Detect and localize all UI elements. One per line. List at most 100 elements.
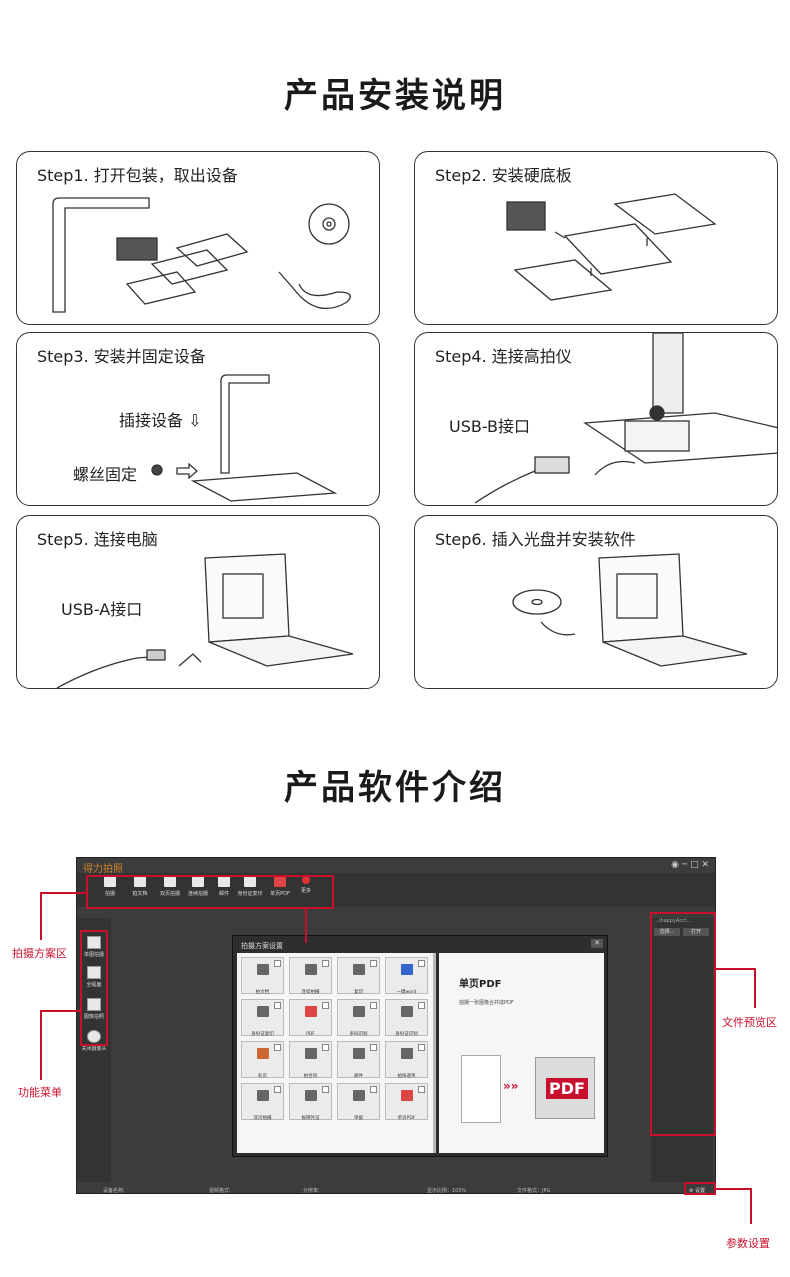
select-button[interactable]: 选择... — [654, 928, 680, 936]
step3-screw-label: 螺丝固定 — [73, 465, 138, 484]
scheme-preview: 单页PDF 拍摄一张图像合并成PDF »» PDF — [439, 953, 604, 1153]
tile-pdf[interactable]: PDF — [289, 999, 332, 1037]
toolbar-capture-label: 拍摄 — [104, 891, 115, 897]
camera-icon — [104, 876, 116, 887]
tile-checkbox[interactable] — [322, 1086, 329, 1093]
sidebar-close-camera[interactable]: 关闭摄像头 — [81, 1030, 107, 1052]
tile-checkbox[interactable] — [322, 1044, 329, 1051]
dialog-scrollbar[interactable] — [433, 953, 436, 1153]
double-page-icon — [164, 876, 176, 887]
image-icon — [87, 936, 101, 949]
document-icon — [134, 876, 146, 887]
tile-copy[interactable]: 复印 — [337, 957, 380, 995]
window-controls[interactable]: ◉ ─ □ ✕ — [671, 860, 709, 870]
tile-mail[interactable]: 邮件 — [337, 1041, 380, 1079]
sidebar-photo[interactable]: 图像拍照 — [81, 998, 107, 1020]
capture-area-highlight — [86, 875, 334, 909]
toolbar-double-page-label: 双页拍摄 — [159, 891, 180, 897]
preview-description: 拍摄一张图像合并成PDF — [459, 1000, 514, 1006]
status-ratio: 显示比例：100% — [427, 1188, 467, 1194]
tile-id-copy[interactable]: 身份证复印 — [241, 999, 284, 1037]
toolbar-single-pdf[interactable]: 单页PDF — [265, 876, 295, 897]
step2-illustration — [506, 193, 717, 301]
tile-receipt[interactable]: 报销凭证 — [289, 1083, 332, 1121]
toolbar-more[interactable]: 更多 — [291, 876, 321, 894]
tile-bill[interactable]: 单据 — [337, 1083, 380, 1121]
install-title: 产品安装说明 — [284, 76, 506, 116]
tile-checkbox[interactable] — [418, 960, 425, 967]
step6-card: Step6. 插入光盘并安装软件 — [414, 515, 778, 689]
tile-checkbox[interactable] — [322, 1002, 329, 1009]
step3-label: Step3. 安装并固定设备 — [37, 347, 206, 366]
toolbar-double-page[interactable]: 双页拍摄 — [155, 876, 185, 897]
document-icon — [256, 964, 269, 975]
arrow-icon: »» — [503, 1079, 519, 1093]
settings-button[interactable]: ⚙ 设置 — [689, 1187, 705, 1193]
tile-checkbox[interactable] — [418, 1002, 425, 1009]
step3-plug-label: 插接设备 ⇩ — [119, 411, 202, 430]
tile-mail-label: 邮件 — [354, 1074, 363, 1079]
toolbar-document[interactable]: 拍文档 — [125, 876, 155, 897]
toolbar-capture[interactable]: 拍摄 — [95, 876, 125, 897]
tile-word[interactable]: 一键word — [385, 957, 428, 995]
sidebar-full[interactable]: 全幅面 — [81, 966, 107, 988]
tile-id-copy-label: 身份证复印 — [251, 1032, 274, 1037]
menu-leader-v — [40, 1010, 42, 1080]
tile-continuous[interactable]: 连续拍摄 — [289, 957, 332, 995]
tile-checkbox[interactable] — [418, 1044, 425, 1051]
dialog-close-button[interactable]: ✕ — [591, 939, 603, 948]
tile-receipt-label: 报销凭证 — [301, 1116, 320, 1121]
tile-checkbox[interactable] — [370, 1044, 377, 1051]
status-filetype: 文件格式：JPG — [517, 1188, 551, 1194]
step3-illustration — [151, 374, 338, 502]
tile-double-page[interactable]: 双页拍摄 — [241, 1083, 284, 1121]
tile-express[interactable]: 拍快递单 — [385, 1041, 428, 1079]
tile-bill-label: 单据 — [354, 1116, 363, 1121]
tile-checkbox[interactable] — [274, 1002, 281, 1009]
tile-checkbox[interactable] — [274, 1086, 281, 1093]
tile-single-pdf[interactable]: 单页PDF — [385, 1083, 428, 1121]
tile-color[interactable]: 彩页 — [241, 1041, 284, 1079]
settings-leader-h — [716, 1188, 752, 1190]
sidebar-close-camera-label: 关闭摄像头 — [81, 1046, 107, 1052]
toolbar-id-copy[interactable]: 身份证复印 — [235, 876, 265, 897]
capture-area-label: 拍摄方案区 — [12, 947, 67, 960]
tile-color-label: 彩页 — [258, 1074, 267, 1079]
mail-icon — [218, 876, 230, 887]
tile-checkbox[interactable] — [370, 1086, 377, 1093]
toolbar-continuous[interactable]: 连续拍摄 — [183, 876, 213, 897]
id-card-icon — [256, 1006, 269, 1017]
tile-checkbox[interactable] — [370, 1002, 377, 1009]
preview-area-highlight — [650, 912, 716, 1136]
toolbar-mail[interactable]: 邮件 — [209, 876, 239, 897]
capture-leader-h — [40, 892, 86, 894]
dialog-leader — [305, 909, 307, 943]
sidebar-single[interactable]: 单图拍摄 — [81, 936, 107, 958]
path-label: ...\happyAcct... — [654, 918, 692, 924]
tile-barcode[interactable]: 条码识别 — [337, 999, 380, 1037]
tile-checkbox[interactable] — [418, 1086, 425, 1093]
toolbar-id-copy-label: 身份证复印 — [237, 891, 263, 897]
tile-checkbox[interactable] — [322, 960, 329, 967]
step5-label: Step5. 连接电脑 — [37, 530, 158, 549]
palette-icon — [256, 1048, 269, 1059]
software-title: 产品软件介绍 — [284, 768, 506, 808]
toolbar — [77, 873, 715, 907]
barcode-icon — [352, 1006, 365, 1017]
toolbar-document-label: 拍文档 — [132, 891, 148, 897]
tile-document[interactable]: 拍文档 — [241, 957, 284, 995]
tile-contract[interactable]: 拍合同 — [289, 1041, 332, 1079]
dialog-title: 拍摄方案设置 — [241, 942, 283, 950]
tile-document-label: 拍文档 — [255, 990, 270, 995]
tile-barcode-label: 条码识别 — [349, 1032, 368, 1037]
toolbar-more-label: 更多 — [300, 888, 311, 894]
mail-icon — [352, 1048, 365, 1059]
tile-checkbox[interactable] — [274, 1044, 281, 1051]
tile-checkbox[interactable] — [274, 960, 281, 967]
tile-id-recognize[interactable]: 身份证识别 — [385, 999, 428, 1037]
open-button[interactable]: 打开 — [683, 928, 709, 936]
toolbar-mail-label: 邮件 — [218, 891, 229, 897]
tile-word-label: 一键word — [396, 990, 417, 995]
tile-checkbox[interactable] — [370, 960, 377, 967]
step1-illustration — [52, 197, 351, 313]
